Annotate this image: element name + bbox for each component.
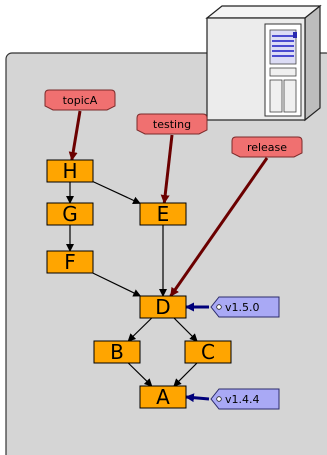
tag-pointer-v1.4.4 bbox=[185, 393, 210, 403]
tag-name: v1.4.4 bbox=[225, 393, 260, 406]
commit-d[interactable]: D bbox=[139, 295, 187, 319]
branch-testing[interactable]: testing bbox=[136, 113, 208, 204]
commit-box bbox=[46, 159, 94, 183]
branch-pointer-testing bbox=[160, 134, 174, 204]
edge-d-b bbox=[127, 317, 153, 342]
commits-layer: HGF E D B C A bbox=[46, 159, 232, 409]
refs-layer: topicA testing release v1.5.0 v1.4.4 bbox=[44, 89, 303, 410]
commit-c[interactable]: C bbox=[184, 340, 232, 364]
edge-b-a bbox=[127, 362, 153, 387]
tag-v1.5.0[interactable]: v1.5.0 bbox=[185, 296, 280, 318]
commit-box bbox=[46, 202, 94, 226]
branch-name: topicA bbox=[63, 94, 98, 107]
edge-h-e bbox=[92, 181, 141, 205]
branch-release[interactable]: release bbox=[169, 136, 303, 297]
commit-f[interactable]: F bbox=[46, 250, 94, 274]
commit-e[interactable]: E bbox=[139, 202, 187, 226]
branch-name: release bbox=[247, 141, 287, 154]
tag-hole-icon bbox=[216, 396, 222, 402]
branch-label-box bbox=[44, 89, 116, 111]
parent-edges bbox=[66, 181, 198, 387]
branch-topicA[interactable]: topicA bbox=[44, 89, 116, 161]
commit-box bbox=[93, 340, 141, 364]
commit-box bbox=[139, 202, 187, 226]
commit-box bbox=[139, 295, 187, 319]
server-tower-icon bbox=[205, 4, 322, 122]
tag-hole-icon bbox=[216, 304, 222, 310]
branch-name: testing bbox=[153, 118, 191, 131]
commit-h[interactable]: H bbox=[46, 159, 94, 183]
commit-g[interactable]: G bbox=[46, 202, 94, 226]
tag-v1.4.4[interactable]: v1.4.4 bbox=[185, 388, 280, 410]
edge-d-c bbox=[173, 317, 198, 342]
commit-box bbox=[139, 385, 187, 409]
tag-name: v1.5.0 bbox=[225, 301, 260, 314]
commit-label: F bbox=[64, 250, 76, 274]
commit-label: E bbox=[157, 202, 170, 226]
commit-box bbox=[46, 250, 94, 274]
commit-label: H bbox=[62, 159, 77, 183]
branch-label-box bbox=[136, 113, 208, 135]
edge-f-d bbox=[92, 272, 142, 297]
commit-a[interactable]: A bbox=[139, 385, 187, 409]
commit-label: B bbox=[110, 340, 124, 364]
commit-b[interactable]: B bbox=[93, 340, 141, 364]
branch-pointer-release bbox=[169, 157, 269, 297]
tag-label-box bbox=[210, 388, 280, 410]
commit-label: G bbox=[62, 202, 78, 226]
edge-c-a bbox=[173, 362, 198, 387]
commit-label: A bbox=[156, 385, 170, 409]
tag-label-box bbox=[210, 296, 280, 318]
commit-label: C bbox=[201, 340, 215, 364]
branch-pointer-topicA bbox=[68, 110, 82, 161]
commit-label: D bbox=[155, 295, 170, 319]
commit-box bbox=[184, 340, 232, 364]
branch-label-box bbox=[231, 136, 303, 158]
